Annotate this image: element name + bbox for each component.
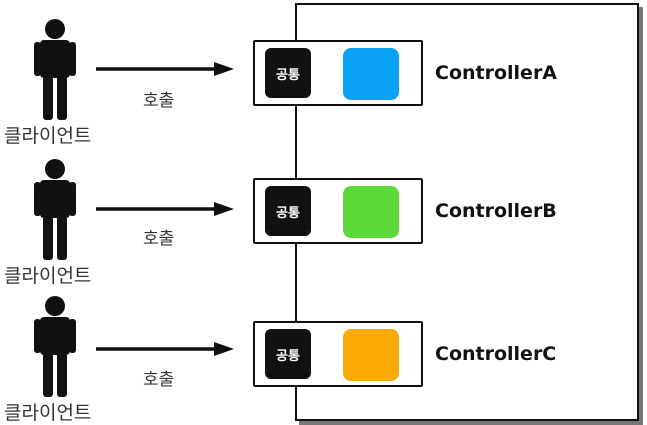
- controller-box-c: 공통: [253, 321, 423, 387]
- controller-row-a: 클라이언트 호출 공통 ControllerA: [0, 18, 647, 148]
- person-icon: [34, 19, 76, 120]
- controller-specific-block: [343, 186, 399, 238]
- person-icon: [34, 159, 76, 260]
- call-arrow: [96, 62, 234, 76]
- client-label: 클라이언트: [4, 265, 92, 287]
- call-label: 호출: [143, 370, 175, 390]
- controller-name: ControllerC: [435, 343, 557, 365]
- common-block: 공통: [265, 48, 311, 98]
- controller-specific-block: [343, 48, 399, 100]
- common-block: 공통: [265, 186, 311, 236]
- controller-name: ControllerB: [435, 200, 557, 222]
- controller-box-a: 공통: [253, 40, 423, 106]
- client-b: 클라이언트: [4, 158, 114, 288]
- call-arrow: [96, 342, 234, 356]
- client-label: 클라이언트: [4, 125, 92, 147]
- controller-name: ControllerA: [435, 62, 558, 84]
- controller-row-c: 클라이언트 호출 공통 ControllerC: [0, 295, 647, 425]
- person-icon: [34, 296, 76, 397]
- client-a: 클라이언트: [4, 18, 114, 148]
- client-label: 클라이언트: [4, 402, 92, 424]
- controller-specific-block: [343, 329, 399, 381]
- common-block: 공통: [265, 329, 311, 379]
- call-arrow: [96, 202, 234, 216]
- controller-row-b: 클라이언트 호출 공통 ControllerB: [0, 158, 647, 288]
- controller-box-b: 공통: [253, 178, 423, 244]
- client-c: 클라이언트: [4, 295, 114, 425]
- call-label: 호출: [143, 229, 175, 249]
- call-label: 호출: [143, 91, 175, 111]
